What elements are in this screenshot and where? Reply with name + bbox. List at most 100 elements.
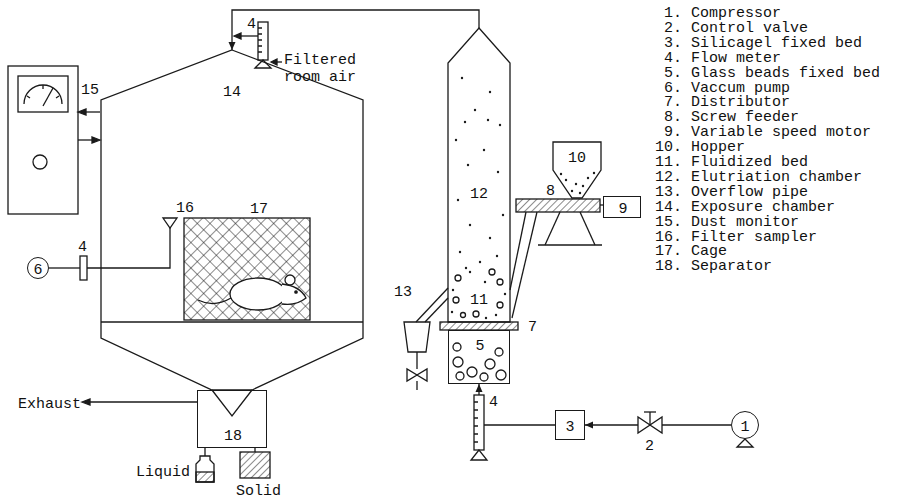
callout-number-holder: 4	[247, 14, 256, 33]
parts-list-item: 9. Variable speed motor	[664, 124, 871, 141]
parts-list-item: 2. Control valve	[664, 20, 808, 37]
node-number-holder: 14	[223, 82, 241, 101]
air-flow-meter	[234, 22, 282, 68]
callout-number: 8	[546, 183, 555, 200]
flow-label: Filtered room air	[284, 52, 360, 86]
callout-number-holder: 8	[546, 181, 555, 200]
hopper-particles	[560, 172, 595, 194]
cage	[101, 218, 363, 322]
air-supply	[471, 395, 753, 460]
parts-list-item: 1. Compressor	[664, 5, 781, 22]
node-number-holder: 12	[470, 184, 488, 203]
flow-label-holder: Filtered room air	[284, 52, 360, 86]
parts-list-item-holder: 17. Cage	[655, 241, 727, 260]
silicagel-box: 3	[555, 410, 585, 440]
elutriation-column-outline	[448, 28, 510, 322]
parts-list-item: 14. Exposure chamber	[655, 199, 835, 216]
callout-number: 7	[528, 319, 537, 336]
flow-label-holder: Liquid	[136, 462, 190, 481]
parts-list-item: 8. Screw feeder	[664, 109, 799, 126]
parts-list-item-holder: 1. Compressor	[664, 3, 781, 22]
callout-number: 4	[247, 16, 256, 33]
parts-list-item-holder: 3. Silicagel fixed bed	[664, 33, 862, 52]
exposure-chamber: 14	[101, 50, 363, 390]
node-number-holder: 1	[740, 417, 749, 436]
node-number: 3	[565, 419, 574, 436]
compressor-circle: 1	[731, 411, 759, 439]
node-number: 6	[33, 262, 42, 279]
parts-list-item-holder: 5. Glass beads fixed bed	[664, 63, 880, 82]
node-number: 9	[618, 201, 627, 218]
parts-list-item-holder: 12. Elutriation chamber	[655, 167, 862, 186]
callout-number-holder: 2	[645, 436, 654, 455]
parts-list-item: 12. Elutriation chamber	[655, 169, 862, 186]
callout-number-holder: 11	[470, 290, 488, 309]
node-number: 12	[470, 186, 488, 203]
parts-list-item-holder: 11. Fluidized bed	[655, 152, 808, 171]
parts-list-item: 16. Filter sampler	[655, 229, 817, 246]
callout-number: 4	[78, 239, 87, 256]
distributor-plate	[440, 322, 518, 330]
callout-number-holder: 4	[78, 237, 87, 256]
callout-number-holder: 7	[528, 317, 537, 336]
parts-list-item: 15. Dust monitor	[655, 214, 799, 231]
node-number: 18	[224, 428, 242, 445]
callout-number: 17	[250, 201, 268, 218]
flow-label: Solid	[236, 483, 281, 500]
flow-label-holder: Exhaust	[18, 394, 81, 413]
parts-list-item-holder: 15. Dust monitor	[655, 212, 799, 231]
node-number: 5	[475, 338, 484, 355]
callout-number: 13	[394, 284, 412, 301]
node-number-holder: 3	[565, 417, 574, 436]
fluidized-bed-bubbles	[453, 269, 503, 318]
parts-list-item: 4. Flow meter	[664, 50, 781, 67]
parts-list-item-holder: 10. Hopper	[655, 137, 745, 156]
parts-list-item-holder: 9. Variable speed motor	[664, 122, 871, 141]
node-number: 14	[223, 84, 241, 101]
elutriation-particles	[451, 77, 506, 319]
screw-feeder	[510, 199, 603, 318]
callout-number-holder: 4	[489, 392, 498, 411]
node-number: 1	[740, 419, 749, 436]
arrow-head	[585, 422, 593, 429]
hopper: 10	[553, 142, 601, 198]
callout-number: 4	[489, 394, 498, 411]
flow-label: Exhaust	[18, 396, 81, 413]
node-number: 10	[568, 150, 586, 167]
callout-number-holder: 13	[394, 282, 412, 301]
pipe-line	[232, 10, 479, 50]
pipe-connector	[476, 384, 556, 425]
node-number-holder: 10	[568, 148, 586, 167]
parts-list-item: 18. Separator	[655, 258, 772, 275]
parts-list-item-holder: 2. Control valve	[664, 18, 808, 37]
pipe-line	[479, 384, 555, 425]
parts-list-item: 13. Overflow pipe	[655, 184, 808, 201]
sampler-line	[49, 218, 177, 280]
parts-list-item: 17. Cage	[655, 243, 727, 260]
parts-list-item-holder: 4. Flow meter	[664, 48, 781, 67]
overflow-pipe	[404, 288, 448, 390]
callout-number: 11	[470, 292, 488, 309]
parts-list-item-holder: 8. Screw feeder	[664, 107, 799, 126]
separator-box: 18	[197, 390, 267, 448]
parts-list-item: 7. Distributor	[664, 94, 790, 111]
motor-box: 9	[603, 196, 641, 218]
flow-label-holder: Solid	[236, 481, 281, 500]
arrow-head	[476, 384, 483, 392]
callout-number: 16	[176, 200, 194, 217]
node-number-holder: 6	[33, 260, 42, 279]
node-number-holder: 9	[618, 199, 627, 218]
parts-list-item: 3. Silicagel fixed bed	[664, 35, 862, 52]
elutriation-column: 12	[448, 28, 510, 322]
callout-number: 2	[645, 438, 654, 455]
callout-number-holder: 16	[176, 198, 194, 217]
flow-label: Liquid	[136, 464, 190, 481]
separator-outlets	[82, 390, 270, 482]
parts-list-item-holder: 6. Vaccum pump	[664, 78, 790, 97]
callout-number: 15	[81, 82, 99, 99]
node-number-holder: 5	[475, 336, 484, 355]
exposure-chamber-outline	[101, 50, 363, 390]
callout-number-holder: 17	[250, 199, 268, 218]
parts-list-item-holder: 18. Separator	[655, 256, 772, 275]
